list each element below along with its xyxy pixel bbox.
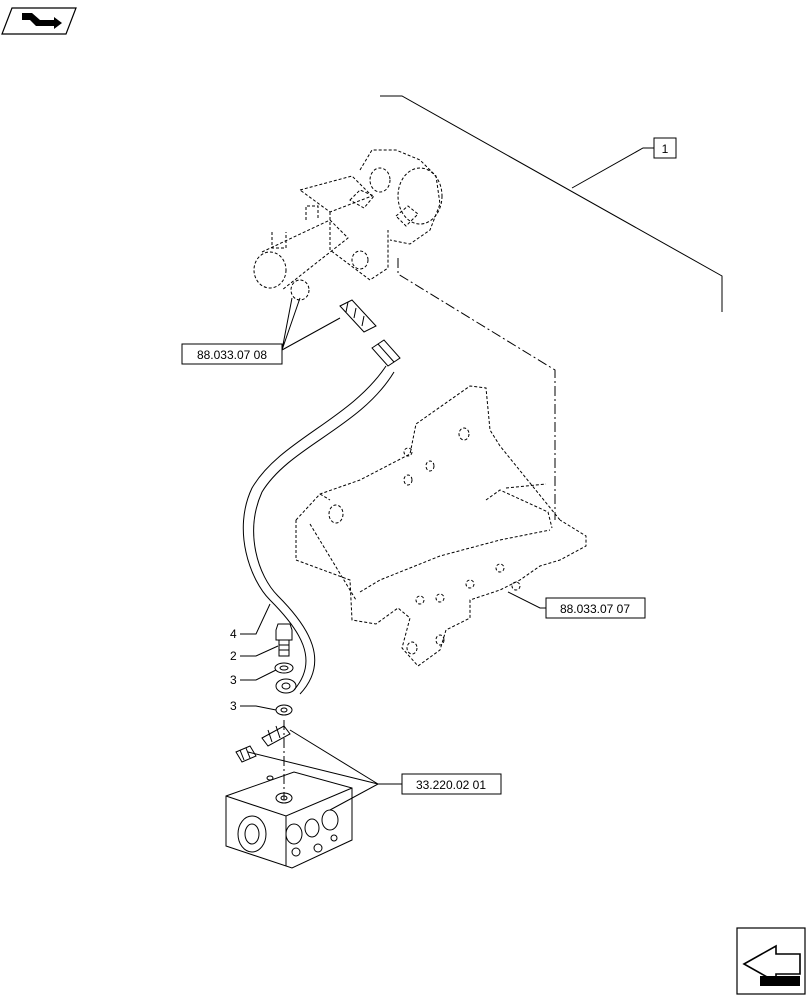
upper-valve-assembly (253, 149, 443, 301)
item-3b-label: 3 (230, 699, 237, 713)
leader-item-3a (240, 669, 277, 681)
svg-text:1: 1 (662, 142, 669, 156)
washer-lower (275, 704, 293, 716)
banjo-bolt (275, 623, 293, 657)
svg-text:88.033.07 08: 88.033.07 08 (197, 348, 267, 362)
callout-ref-valve-block[interactable]: 33.220.02 01 (401, 773, 502, 795)
next-page-arrow-icon[interactable] (736, 927, 806, 995)
mounting-bracket (295, 385, 587, 667)
svg-text:33.220.02 01: 33.220.02 01 (416, 778, 486, 792)
nav-top-icon[interactable] (1, 7, 77, 35)
banjo-eye (275, 678, 297, 694)
svg-text:88.033.07 07: 88.033.07 07 (560, 602, 630, 616)
leader-item-3b (240, 705, 277, 711)
item-4-label: 4 (230, 627, 237, 641)
hydraulic-hose (242, 365, 395, 695)
small-fittings (235, 725, 291, 763)
leader-item-4 (240, 603, 271, 635)
washer-upper (274, 662, 294, 674)
item-3a-label: 3 (230, 673, 237, 687)
leader-ref-valve-block (247, 729, 402, 811)
leader-item-2 (240, 645, 279, 657)
assembly-bracket-leader (380, 95, 723, 312)
axis-line-upper (397, 258, 556, 520)
leader-ref-top-hose (281, 297, 341, 351)
item-2-label: 2 (230, 649, 237, 663)
callout-ref-top-hose[interactable]: 88.033.07 08 (181, 343, 283, 365)
hose-top-fitting (339, 299, 401, 367)
callout-ref-bracket[interactable]: 88.033.07 07 (545, 597, 646, 619)
valve-block (225, 771, 353, 869)
leader-ref-bracket (507, 591, 548, 609)
callout-assembly-1[interactable]: 1 (653, 137, 677, 159)
